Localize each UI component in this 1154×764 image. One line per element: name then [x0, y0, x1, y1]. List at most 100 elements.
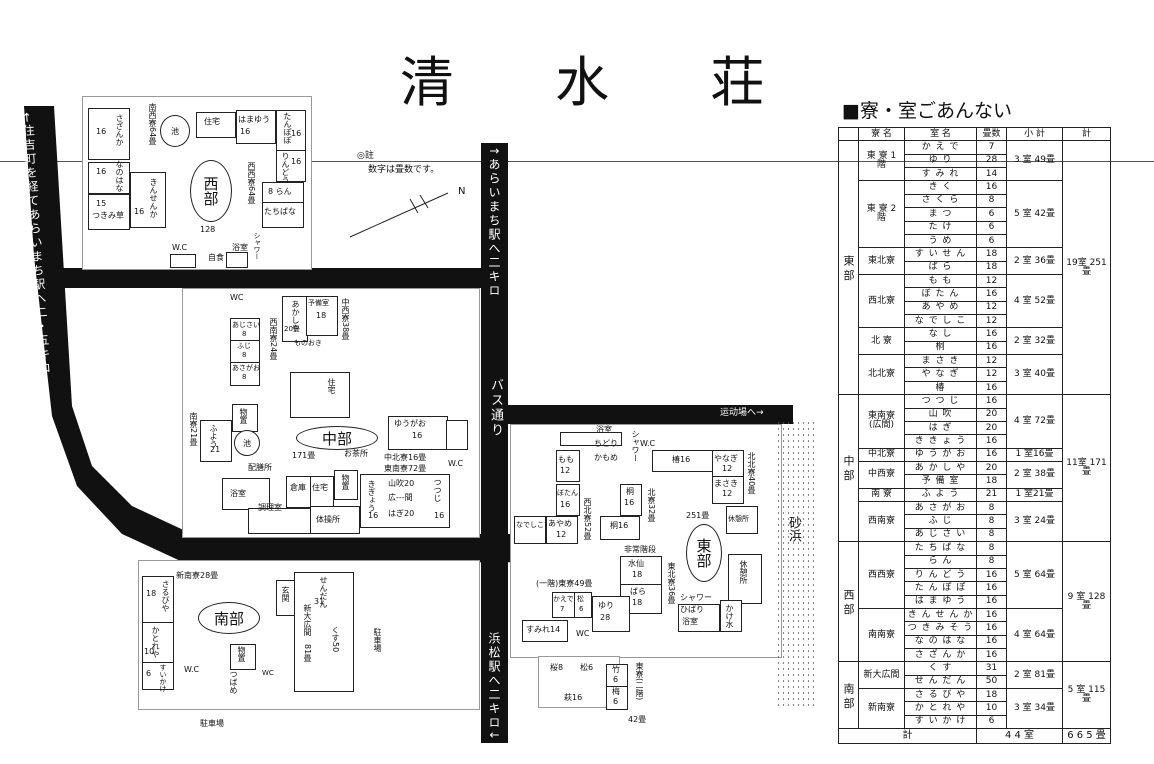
mat-count-cell: 20	[976, 407, 1007, 422]
mat-count-cell: 16	[976, 340, 1007, 356]
room-label: きぎょう	[367, 480, 376, 512]
room-label: 16	[96, 167, 107, 176]
room-label: りんどう	[281, 152, 290, 184]
subtotal-cell: 4 室 52畳	[1006, 273, 1063, 329]
room-label: 16	[624, 498, 635, 507]
room-label: あかしや	[291, 300, 300, 332]
dorm-name-cell: 西西寮	[858, 541, 905, 609]
wc-west	[170, 254, 196, 268]
room-label: 水仙	[628, 559, 644, 568]
room-name-cell: も も	[904, 273, 977, 289]
mat-count-cell: 18	[976, 688, 1007, 703]
bath-label: 浴室	[682, 617, 698, 626]
room-name-cell: き き ょ う	[904, 434, 977, 449]
subtotal-cell: 3 室 49畳	[1006, 140, 1063, 182]
mat-count-cell: 16	[976, 621, 1007, 636]
mat-count-cell: 16	[976, 634, 1007, 650]
dorm-name-cell: 南南寮	[858, 607, 905, 663]
room-label: 広---間	[388, 493, 413, 502]
mat-count-cell: 8	[976, 514, 1007, 529]
group-cell: 西 部	[838, 541, 859, 663]
room-tsukimi	[88, 194, 130, 230]
station-road-label: ↑あらいまち駅へ二キロ	[487, 146, 501, 299]
dorm-name-cell: 東北寮	[858, 247, 905, 275]
mat-count-cell: 31	[976, 661, 1007, 676]
room-label: ゆうがお	[394, 419, 426, 428]
room-name-cell: き く	[904, 180, 977, 195]
mat-count-cell: 6	[976, 714, 1007, 730]
room-label: あじさい	[232, 321, 260, 329]
room-label: さざんか	[115, 114, 124, 146]
room-name-cell: ま さ き	[904, 354, 977, 369]
shower-label: シャワー	[253, 232, 261, 260]
room-name-cell: ふ よ う	[904, 487, 977, 503]
building-label: 西北寮52畳	[583, 498, 592, 541]
dorm-name-cell: 新南寮	[858, 688, 905, 730]
mat-count-cell: 16	[976, 594, 1007, 609]
room-label: 桐16	[610, 521, 629, 530]
dorm-name-cell: 新大広間	[858, 661, 905, 690]
dorm-name-cell: 中北寮	[858, 447, 905, 462]
room-label: 梅	[612, 687, 620, 696]
room-ume	[606, 686, 628, 710]
room-name-cell: た ん ぽ ぽ	[904, 581, 977, 596]
room-sazanka	[88, 108, 130, 160]
mat-count-cell: 8	[976, 554, 1007, 569]
zone-count: 251畳	[686, 511, 710, 520]
room-label: ぼたん	[557, 489, 578, 497]
room-label: 8	[242, 351, 247, 359]
dorm-name-cell: 東南寮 (広間)	[858, 394, 905, 449]
room-name-cell: な の は な	[904, 634, 977, 650]
room-asagao	[230, 362, 260, 386]
north-label: N	[458, 186, 466, 197]
room-label: 予備室	[308, 299, 329, 307]
building-label: 東南寮72畳	[384, 464, 427, 473]
room-label: ゆり	[598, 601, 614, 610]
divider	[0, 161, 1154, 162]
group-cell: 中 部	[838, 394, 859, 543]
room-label: ものおき	[294, 339, 322, 347]
room-label: 12	[560, 466, 571, 475]
bath-label: 浴室	[230, 489, 246, 498]
room-label: 6	[579, 605, 584, 613]
room-name-cell: た ち ば な	[904, 541, 977, 556]
room-name-cell: さ ざ ん か	[904, 648, 977, 663]
room-label: ばら	[630, 587, 646, 596]
room-name-cell: ゆ り	[904, 153, 977, 169]
room-label: 16	[134, 207, 145, 216]
room-label: あさがお	[232, 364, 260, 372]
room-label: 12	[722, 464, 733, 473]
room-label: 6	[613, 675, 619, 684]
zone-south: 南部	[198, 602, 260, 634]
room-label: 15	[96, 199, 107, 208]
building-label: 中西寮38畳	[341, 298, 350, 341]
facility-label: お茶所	[344, 449, 368, 458]
mat-count-cell: 18	[976, 260, 1007, 275]
bus-road	[481, 143, 508, 743]
room-label: 18	[146, 589, 157, 598]
zone-west: 西部	[190, 160, 232, 222]
room-label: ふじ	[237, 342, 251, 350]
warehouse	[286, 476, 312, 508]
room-label: 10	[144, 647, 155, 656]
group-total-cell: 5 室 115畳	[1062, 661, 1111, 730]
sports-road-label: 运动場へ→	[720, 408, 764, 418]
room-kiri	[620, 484, 642, 516]
building-label: (一階)東寮49畳	[536, 579, 593, 588]
group-cell: 南 部	[838, 661, 859, 730]
room-name-cell: は ぎ	[904, 420, 977, 436]
room-name-cell: ば ら	[904, 260, 977, 275]
room-name-cell: か え で	[904, 140, 977, 155]
subtotal-cell: 1 室16畳	[1006, 447, 1063, 462]
room-label: 7	[560, 605, 565, 613]
room-name-cell: ら ん	[904, 554, 977, 569]
room-name-cell: く す	[904, 661, 977, 676]
gym	[310, 506, 360, 534]
bath-east	[560, 432, 622, 446]
room-label: つばめ	[229, 670, 238, 694]
